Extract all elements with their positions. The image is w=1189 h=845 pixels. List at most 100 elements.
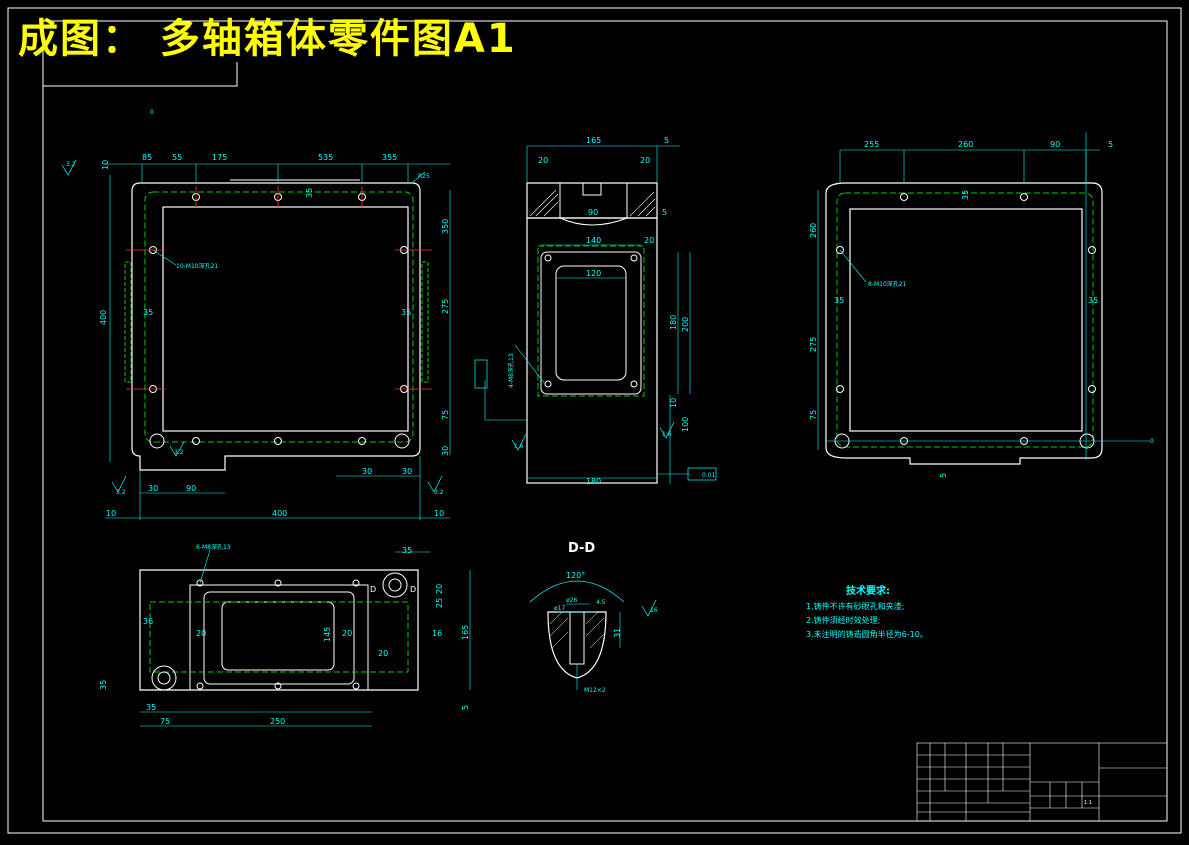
top-dim-25: 25 [435,598,444,608]
top-dim-35b: 35 [99,680,108,690]
side-dim-200: 200 [681,317,690,332]
front-dim-30a: 30 [148,484,158,493]
right-dim-275: 275 [809,337,818,352]
side-dim-20c: 20 [644,236,654,245]
right-datum: 0 [1150,438,1154,445]
front-dim-55: 55 [172,153,182,162]
right-dim-90: 90 [1050,140,1060,149]
side-rough-2: 1.6 [662,431,672,438]
code-box [43,62,238,87]
top-dim-75: 75 [160,717,170,726]
front-dim-350: 350 [441,219,450,234]
front-inner-35a: 35 [305,188,314,198]
section-angle: 120° [566,571,585,580]
right-dim-260: 260 [958,140,973,149]
right-inner-35b: 35 [834,296,844,305]
side-tolerance: 0.01 [702,472,716,479]
front-dim-10: 10 [101,160,110,170]
outer-frame [7,7,1182,834]
top-dim-165: 165 [461,625,470,640]
front-dim-30b: 30 [362,467,372,476]
side-rough-1: 1.6 [514,443,524,450]
top-dim-36: 36 [143,617,153,626]
section-dim-d17: ø17 [554,605,565,612]
top-dim-145: 145 [323,627,332,642]
side-dim-180: 180 [586,477,601,486]
front-inner-35b: 35 [143,308,153,317]
front-dim-175: 175 [212,153,227,162]
top-dim-5: 5 [461,705,470,710]
front-dim-400-v: 400 [99,310,108,325]
front-rough-3: 3.2 [434,489,444,496]
inner-frame [42,20,1168,822]
front-hole-note: 10-M10深孔21 [176,262,218,270]
front-overall-10b: 10 [434,509,444,518]
front-dim-535: 535 [318,153,333,162]
side-hole-note: 4-M8深孔13 [507,353,515,388]
banner-title: 成图： 多轴箱体零件图A1 [18,16,517,62]
top-hole-note: 6-M8深孔13 [196,543,231,551]
right-inner-35c: 35 [1088,296,1098,305]
top-dim-16: 16 [432,629,442,638]
top-dim-35a: 35 [402,546,412,555]
side-dim-140: 140 [586,236,601,245]
right-dim-260-v: 260 [809,223,818,238]
right-dim-5: 5 [1108,140,1113,149]
title-block-scale: 1:1 [1084,800,1092,806]
front-rough-1: 3.2 [66,161,76,168]
right-dim-255: 255 [864,140,879,149]
front-corner-r: R25 [418,173,430,180]
side-dim-20a: 20 [538,156,548,165]
front-rough-2: 3.2 [116,489,126,496]
note-1: 1.铸件不许有砂眼孔和夹渣; [806,601,904,611]
front-dim-75: 75 [441,410,450,420]
side-dim-180-v: 180 [669,315,678,330]
side-dim-100: 100 [681,417,690,432]
section-view: D-D 120° ø26 ø17 4.5 31 M12×2 16 [529,541,658,694]
front-dim-30c: 30 [402,467,412,476]
section-dim-thread: M12×2 [584,687,606,694]
note-2: 2.铸件须经时效处理; [806,615,880,625]
section-mark-right: D [410,585,416,594]
right-inner-35a: 35 [961,190,970,200]
front-dim-85: 85 [142,153,152,162]
side-dim-20b: 20 [640,156,650,165]
section-dim-d26: ø26 [566,597,577,604]
front-inner-35c: 35 [401,308,411,317]
front-dim-30-v: 30 [441,446,450,456]
side-dim-5b: 5 [662,208,667,217]
side-dim-90: 90 [588,208,598,217]
top-dim-20d: 20 [435,584,444,594]
top-dim-20b: 20 [342,629,352,638]
front-dim-355: 355 [382,153,397,162]
side-dim-165: 165 [586,136,601,145]
notes-title: 技术要求: [846,584,890,597]
right-dim-5b: 5 [939,473,948,478]
title-block [916,742,1168,822]
section-title: D-D [568,541,595,556]
front-dim-90: 90 [186,484,196,493]
right-view: 255 260 90 5 260 275 75 35 35 35 8-M10深孔… [809,132,1154,478]
side-dim-10: 10 [669,398,678,408]
section-rough: 16 [650,607,658,614]
front-datum: 0 [150,109,154,116]
front-overall-400: 400 [272,509,287,518]
technical-notes: 技术要求: 1.铸件不许有砂眼孔和夹渣; 2.铸件须经时效处理; 3.未注明的铸… [806,584,928,639]
front-rough-4: 3.2 [174,449,184,456]
top-view: 6-M8深孔13 35 25 36 20 20 145 20 16 20 165… [99,543,471,727]
front-dim-275: 275 [441,299,450,314]
note-3: 3.未注明的铸造圆角半径为6-10。 [806,629,928,639]
front-view: 85 55 175 535 355 10 400 350 275 75 30 3… [61,109,451,520]
front-overall-10a: 10 [106,509,116,518]
side-dim-120: 120 [586,269,601,278]
side-dim-5a: 5 [664,136,669,145]
section-dim-45: 4.5 [596,599,606,606]
top-dim-20a: 20 [196,629,206,638]
top-dim-20c: 20 [378,649,388,658]
right-dim-75: 75 [809,410,818,420]
side-view: 165 5 20 20 90 5 140 20 120 180 200 10 1… [474,136,717,486]
section-mark-left: D [370,585,376,594]
right-hole-note: 8-M10深孔21 [868,280,907,288]
